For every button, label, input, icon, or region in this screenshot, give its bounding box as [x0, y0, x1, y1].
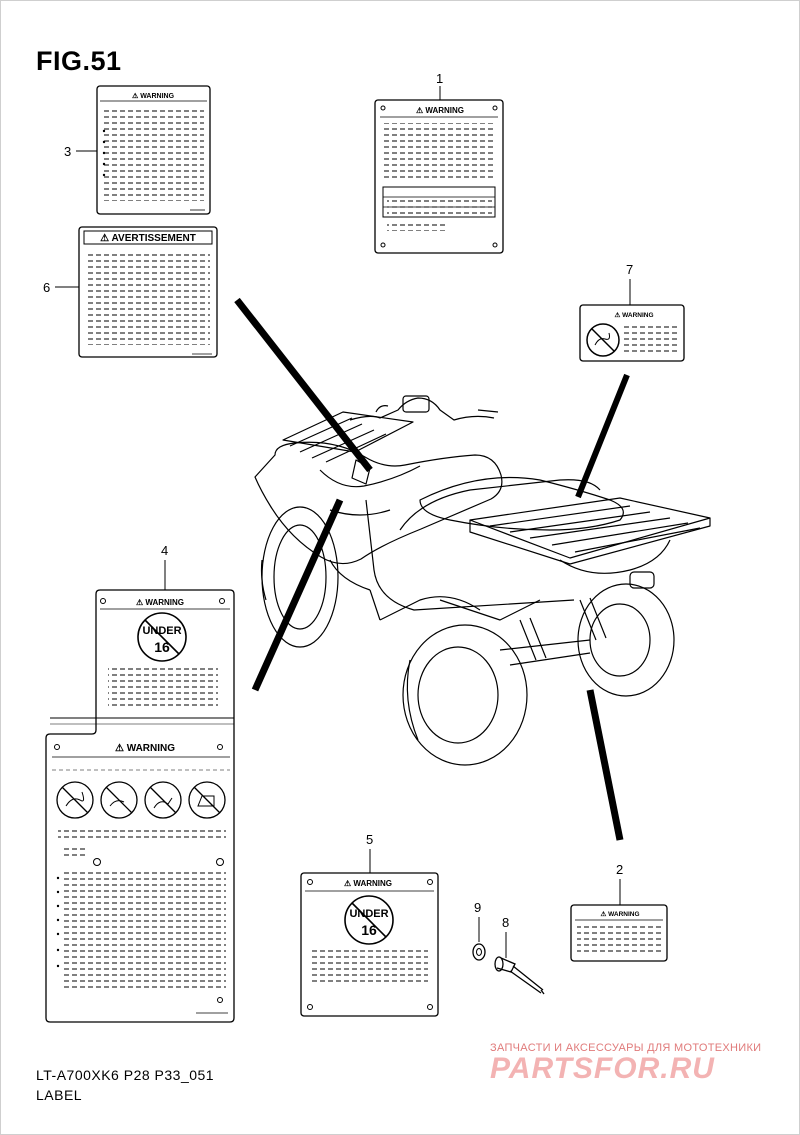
svg-text:16: 16	[361, 922, 377, 938]
svg-text:⚠ WARNING: ⚠ WARNING	[136, 598, 184, 607]
model-code: LT-A700XK6 P28 P33_051	[36, 1067, 215, 1083]
callout-9: 9	[474, 900, 481, 942]
svg-text:2: 2	[616, 862, 623, 877]
callout-7: 7	[626, 262, 633, 305]
svg-text:16: 16	[154, 639, 170, 655]
svg-text:8: 8	[502, 915, 509, 930]
svg-text:UNDER: UNDER	[349, 908, 388, 920]
label-5: ⚠ WARNING UNDER 16	[300, 872, 439, 1017]
svg-text:4: 4	[161, 543, 168, 558]
leader-lines	[234, 297, 630, 841]
svg-text:⚠ WARNING: ⚠ WARNING	[115, 743, 175, 754]
watermark-brand: PARTSFOR.RU	[490, 1052, 715, 1085]
svg-text:⚠ WARNING: ⚠ WARNING	[600, 910, 639, 918]
label-4: ⚠ WARNING UNDER 16 ⚠ WARNING	[45, 589, 235, 1023]
svg-text:6: 6	[43, 280, 50, 295]
washer-part-9	[472, 943, 486, 961]
svg-text:⚠ WARNING: ⚠ WARNING	[132, 92, 175, 100]
callout-2: 2	[616, 862, 623, 905]
svg-text:7: 7	[626, 262, 633, 277]
svg-text:9: 9	[474, 900, 481, 915]
watermark-tagline: ЗАПЧАСТИ И АКСЕССУАРЫ ДЛЯ МОТОТЕХНИКИ	[490, 1042, 762, 1054]
svg-text:UNDER: UNDER	[142, 625, 181, 637]
svg-text:⚠ WARNING: ⚠ WARNING	[614, 311, 653, 319]
atv-illustration	[254, 395, 711, 766]
label-3: ⚠ WARNING	[96, 85, 211, 215]
callout-4: 4	[161, 543, 168, 590]
svg-text:⚠ AVERTISSEMENT: ⚠ AVERTISSEMENT	[100, 233, 196, 244]
svg-text:5: 5	[366, 832, 373, 847]
rivet-part-8	[494, 956, 545, 995]
section-name: LABEL	[36, 1087, 83, 1103]
label-1: ⚠ WARNING	[374, 99, 504, 254]
svg-text:⚠ WARNING: ⚠ WARNING	[416, 106, 464, 115]
svg-text:1: 1	[436, 71, 443, 86]
label-6: ⚠ AVERTISSEMENT	[78, 226, 218, 358]
callout-6: 6	[43, 280, 79, 295]
figure-title: FIG.51	[36, 46, 122, 76]
callout-8: 8	[502, 915, 509, 958]
svg-text:⚠ WARNING: ⚠ WARNING	[344, 879, 392, 888]
label-7: ⚠ WARNING	[579, 304, 685, 362]
label-2: ⚠ WARNING	[570, 904, 668, 962]
callout-5: 5	[366, 832, 373, 873]
callout-1: 1	[436, 71, 443, 100]
svg-text:3: 3	[64, 144, 71, 159]
callout-3: 3	[64, 144, 97, 159]
